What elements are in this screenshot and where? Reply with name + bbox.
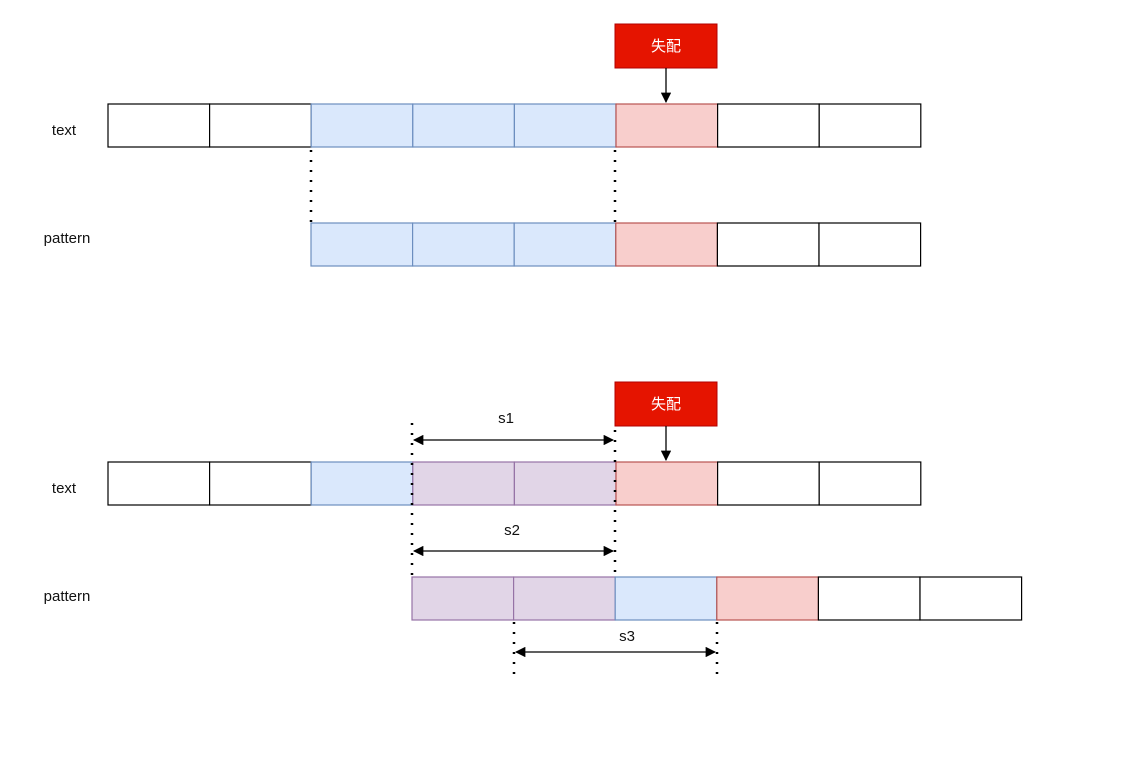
upper-section: text pattern 失配: [44, 23, 922, 267]
upper-pattern-cell-3-match: [513, 222, 617, 267]
lower-pattern-cell-4-mismatch: [716, 576, 819, 621]
upper-text-cell-5-match: [513, 103, 617, 148]
lower-pattern-row: [411, 576, 1023, 621]
upper-text-row: [107, 103, 922, 148]
upper-badge-label: 失配: [651, 38, 681, 55]
lower-pattern-cell-2-overlap: [512, 576, 616, 621]
lower-badge-box: [614, 381, 718, 427]
lower-text-cell-3-match: [310, 461, 414, 506]
lower-text-row: [107, 461, 922, 506]
lower-text-cell-5-overlap: [513, 461, 617, 506]
upper-text-cell-8-empty: [818, 103, 922, 148]
lower-section: text pattern 失配 s1 s2 s3: [44, 381, 1023, 676]
upper-text-cell-4-match: [412, 103, 515, 148]
upper-pattern-cell-5-empty: [716, 222, 820, 267]
upper-text-cell-2-empty: [209, 103, 312, 148]
upper-text-label: text: [52, 122, 77, 139]
upper-pattern-cell-2-match: [412, 222, 515, 267]
upper-pattern-label: pattern: [44, 230, 91, 247]
lower-pattern-cell-3-match: [614, 576, 718, 621]
lower-text-label: text: [52, 480, 77, 497]
lower-text-cell-6-mismatch: [615, 461, 719, 506]
lower-pattern-cell-1-overlap: [411, 576, 515, 621]
upper-text-cell-6-mismatch: [615, 103, 719, 148]
s3-label: s3: [619, 628, 635, 645]
upper-text-cell-3-match: [310, 103, 414, 148]
upper-pattern-cell-1-match: [310, 222, 414, 267]
upper-text-cell-7-empty: [716, 103, 820, 148]
lower-badge-label: 失配: [651, 396, 681, 413]
upper-pattern-row: [310, 222, 922, 267]
upper-pattern-cell-6-empty: [818, 222, 922, 267]
lower-text-cell-8-empty: [818, 461, 922, 506]
lower-text-cell-7-empty: [716, 461, 820, 506]
upper-badge-box: [614, 23, 718, 69]
upper-pattern-cell-4-mismatch: [615, 222, 718, 267]
lower-text-cell-2-empty: [209, 461, 312, 506]
lower-text-cell-1-empty: [107, 461, 211, 506]
lower-text-cell-4-overlap: [412, 461, 515, 506]
s2-label: s2: [504, 522, 520, 539]
upper-text-cell-1-empty: [107, 103, 211, 148]
lower-pattern-label: pattern: [44, 588, 91, 605]
lower-pattern-cell-5-empty: [817, 576, 921, 621]
lower-mismatch-badge: 失配: [614, 381, 718, 427]
lower-pattern-cell-6-empty: [919, 576, 1023, 621]
upper-mismatch-badge: 失配: [614, 23, 718, 69]
s1-label: s1: [498, 410, 514, 427]
